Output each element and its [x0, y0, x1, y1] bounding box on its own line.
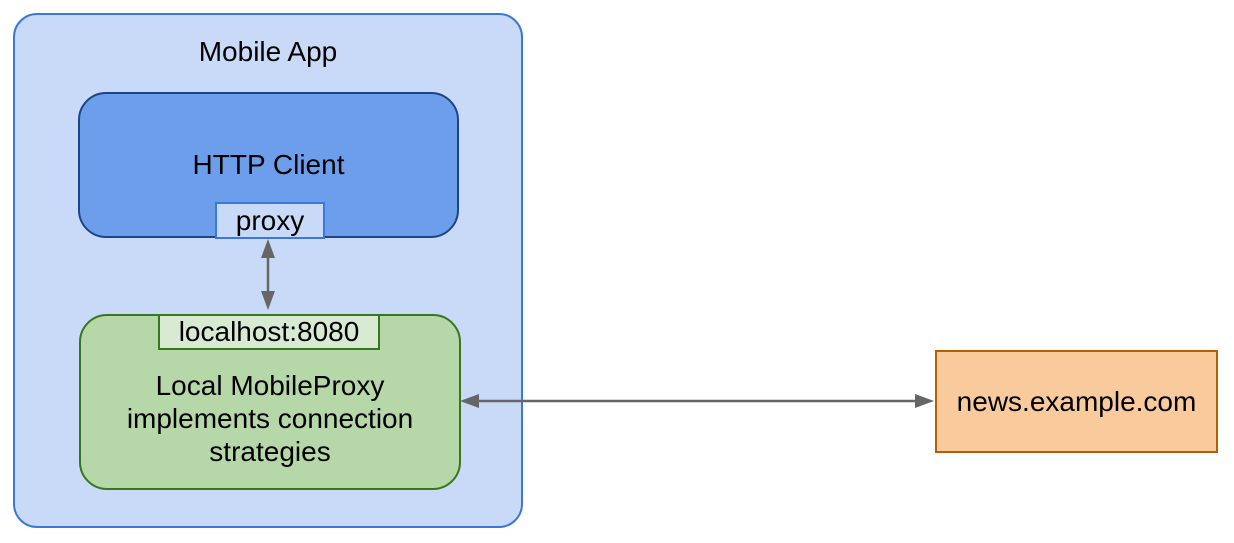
proxy-port-label: proxy	[235, 204, 305, 236]
proxy-port-box: proxy	[215, 202, 325, 239]
remote-server-box: news.example.com	[935, 350, 1218, 453]
horizontal-double-arrow-icon	[460, 394, 934, 408]
local-mobileproxy-line-1: Local MobileProxy	[155, 370, 385, 401]
local-mobileproxy-box: localhost:8080 Local MobileProxy impleme…	[79, 314, 461, 490]
localhost-endpoint-box: localhost:8080	[158, 314, 380, 350]
remote-server-label: news.example.com	[956, 385, 1197, 417]
local-mobileproxy-description: Local MobileProxy implements connection …	[81, 369, 459, 468]
mobile-app-title: Mobile App	[198, 36, 338, 67]
localhost-endpoint-label: localhost:8080	[178, 316, 360, 347]
http-client-label: HTTP Client	[192, 149, 345, 180]
mobile-app-container: Mobile App HTTP Client proxy localhost:8…	[13, 13, 523, 528]
local-mobileproxy-line-3: strategies	[209, 436, 331, 467]
local-mobileproxy-line-2: implements connection	[126, 403, 414, 434]
